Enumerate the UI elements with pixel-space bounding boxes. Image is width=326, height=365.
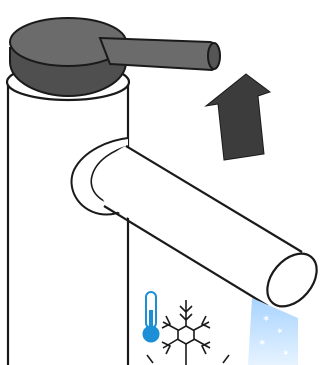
thermometer-icon [143, 292, 159, 342]
cold-water-stream: ✶ ✶ ✶ ✶ [248, 298, 298, 365]
svg-text:✶: ✶ [276, 327, 284, 337]
svg-text:✶: ✶ [262, 314, 270, 325]
svg-text:✶: ✶ [258, 338, 266, 349]
spout [101, 146, 326, 316]
svg-text:✶: ✶ [282, 349, 290, 359]
arrow-up-icon [206, 74, 270, 160]
